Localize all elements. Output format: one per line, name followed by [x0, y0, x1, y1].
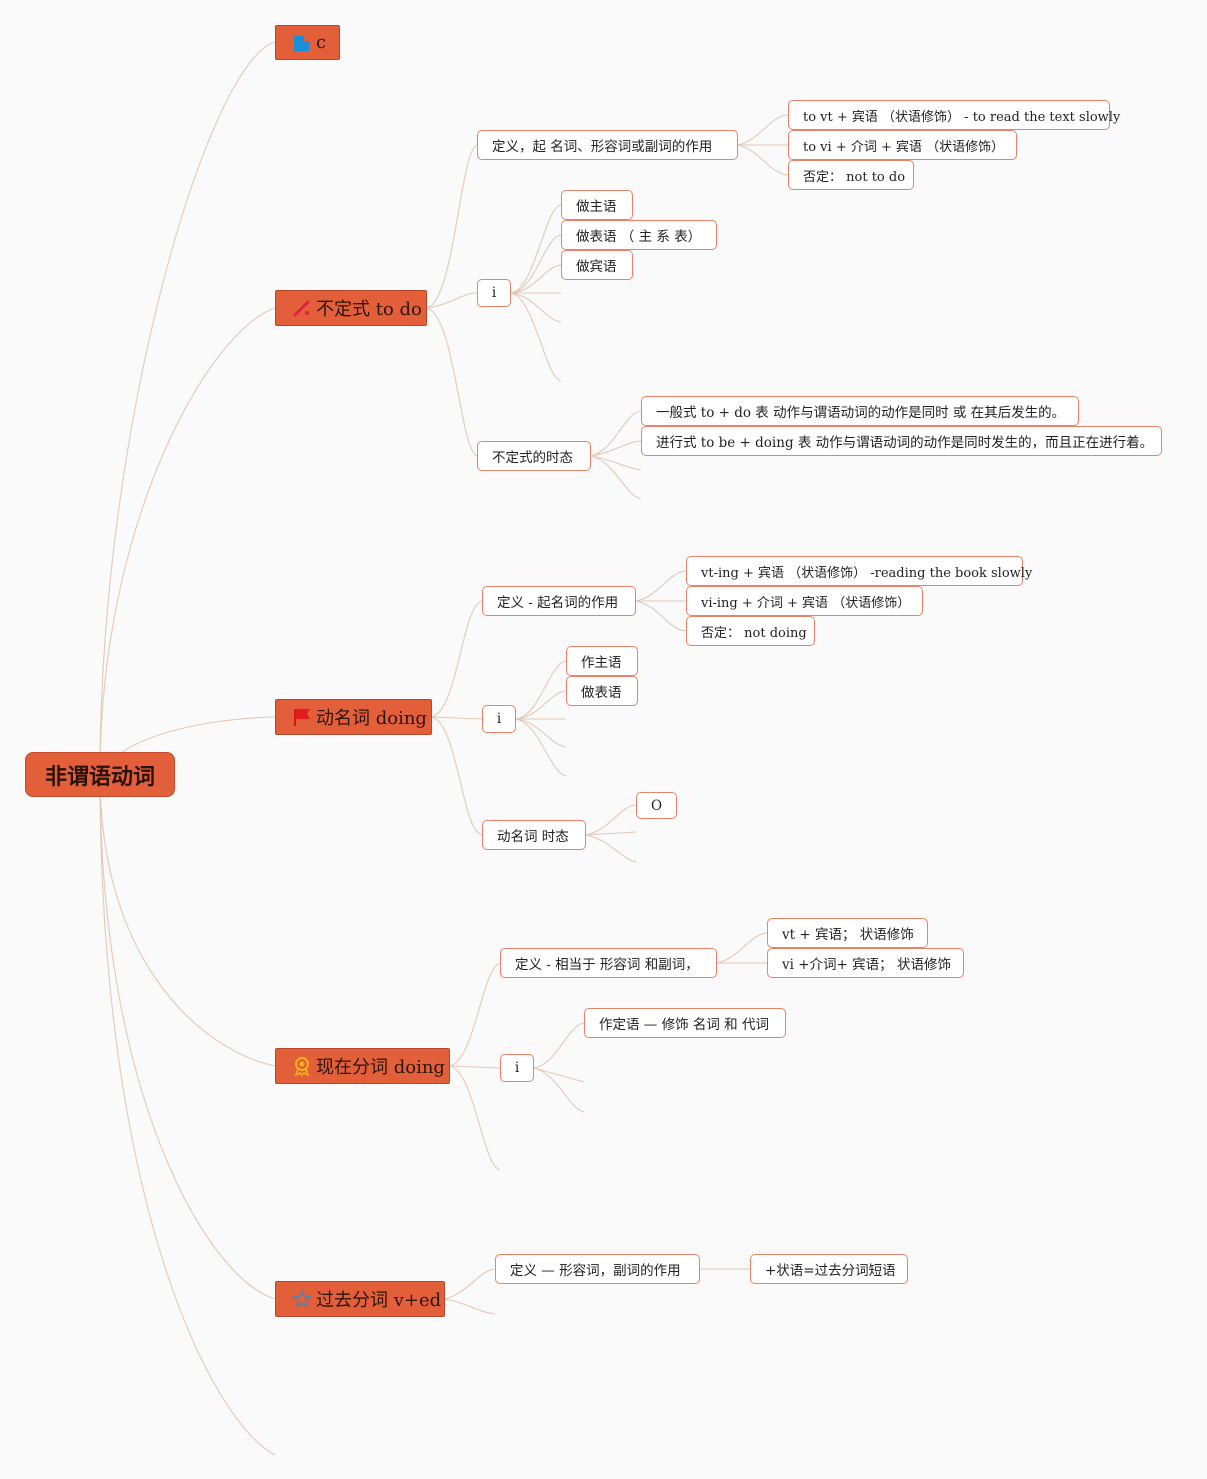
link-root-empty: [99, 774, 276, 1456]
infinitive-i[interactable]: i: [477, 279, 511, 307]
root-node[interactable]: 非谓语动词: [25, 752, 175, 797]
broken-pencil-icon: [292, 298, 312, 318]
link-root-past: [99, 774, 276, 1300]
gerund-tense[interactable]: 动名词 时态: [482, 820, 586, 850]
gerund-i-item[interactable]: 做表语: [566, 676, 638, 706]
gerund-definition-item[interactable]: vi-ing + 介词 + 宾语 （状语修饰）: [686, 586, 923, 616]
branch-infinitive[interactable]: 不定式 to do: [275, 290, 427, 326]
infinitive-tense[interactable]: 不定式的时态: [477, 441, 591, 471]
red-flag-icon: [292, 707, 312, 727]
infinitive-i-item[interactable]: 做主语: [561, 190, 633, 220]
infinitive-definition-item[interactable]: to vt + 宾语 （状语修饰） - to read the text slo…: [788, 100, 1120, 130]
branch-gerund[interactable]: 动名词 doing: [275, 699, 432, 735]
branch-infinitive-label: 不定式 to do: [316, 299, 422, 320]
present-participle-i-item[interactable]: 作定语 — 修饰 名词 和 代词: [584, 1008, 786, 1038]
gerund-definition-item[interactable]: 否定： not doing: [686, 616, 815, 646]
star-icon: [292, 1289, 312, 1309]
infinitive-definition[interactable]: 定义，起 名词、形容词或副词的作用: [477, 130, 738, 160]
link-root-c: [99, 41, 276, 776]
infinitive-i-item[interactable]: 做宾语: [561, 250, 633, 280]
present-participle-definition[interactable]: 定义 - 相当于 形容词 和副词，: [500, 948, 717, 978]
present-participle-definition-item[interactable]: vi +介词+ 宾语； 状语修饰: [767, 948, 964, 978]
link-root-infinitive: [99, 307, 276, 776]
award-badge-icon: [292, 1056, 312, 1076]
present-participle-definition-item[interactable]: vt + 宾语； 状语修饰: [767, 918, 928, 948]
branch-past-participle[interactable]: 过去分词 v+ed: [275, 1281, 445, 1317]
infinitive-definition-item[interactable]: to vi + 介词 + 宾语 （状语修饰）: [788, 130, 1017, 160]
past-participle-definition[interactable]: 定义 — 形容词，副词的作用: [495, 1254, 700, 1284]
gerund-definition[interactable]: 定义 - 起名词的作用: [482, 586, 636, 616]
branch-gerund-label: 动名词 doing: [316, 708, 427, 729]
infinitive-tense-item[interactable]: 进行式 to be + doing 表 动作与谓语动词的动作是同时发生的，而且正…: [641, 426, 1162, 456]
branch-c[interactable]: c: [275, 25, 340, 60]
infinitive-tense-item[interactable]: 一般式 to + do 表 动作与谓语动词的动作是同时 或 在其后发生的。: [641, 396, 1079, 426]
branch-present-participle[interactable]: 现在分词 doing: [275, 1048, 450, 1084]
gerund-tense-item[interactable]: O: [636, 792, 677, 819]
gerund-definition-item[interactable]: vt-ing + 宾语 （状语修饰） -reading the book slo…: [686, 556, 1032, 586]
link-root-present: [99, 774, 276, 1067]
branch-past-participle-label: 过去分词 v+ed: [316, 1290, 442, 1311]
branch-present-participle-label: 现在分词 doing: [316, 1057, 445, 1078]
present-participle-i[interactable]: i: [500, 1054, 534, 1082]
gerund-i-item[interactable]: 作主语: [566, 646, 638, 676]
infinitive-i-item[interactable]: 做表语 （ 主 系 表）: [561, 220, 717, 250]
past-participle-definition-item[interactable]: +状语=过去分词短语: [750, 1254, 908, 1284]
blue-square-icon: [292, 33, 312, 53]
gerund-i[interactable]: i: [482, 705, 516, 733]
infinitive-definition-item[interactable]: 否定： not to do: [788, 160, 914, 190]
branch-c-label: c: [316, 32, 327, 53]
